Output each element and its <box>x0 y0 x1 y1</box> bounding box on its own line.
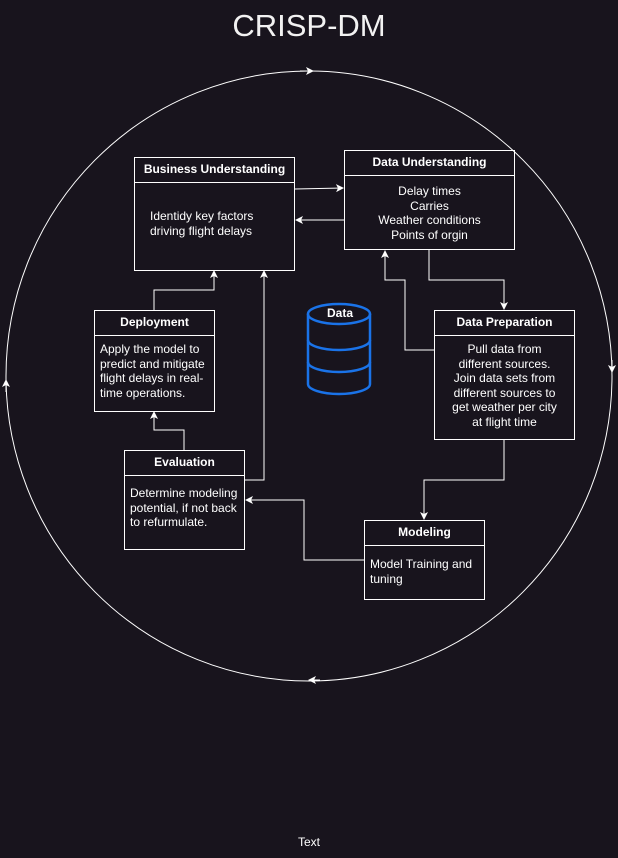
node-text-line: Determine modeling <box>130 486 238 500</box>
edge-deployment-to-business <box>153 270 218 310</box>
node-text-line: Pull data from <box>467 342 542 356</box>
edge-business-to-data-understanding <box>294 184 344 193</box>
node-text-line: Join data sets from <box>453 371 556 385</box>
node-text-line: get weather per city <box>452 400 557 414</box>
node-modeling[interactable]: Modeling Model Training and tuning <box>364 520 485 600</box>
node-text-line: different sources. <box>458 356 551 371</box>
node-text-line: Delay times <box>398 184 461 198</box>
node-text-line: at flight time <box>472 414 537 429</box>
node-text-line: to refurmulate. <box>130 515 208 529</box>
node-text-line: Model Training and <box>370 557 473 571</box>
node-title: Data Preparation <box>435 311 574 336</box>
node-text-line: time operations. <box>100 385 186 400</box>
node-deployment[interactable]: Deployment Apply the model to predict an… <box>94 310 215 412</box>
diagram-title: CRISP-DM <box>232 8 386 43</box>
node-title: Deployment <box>95 311 214 336</box>
database-label: Data <box>326 306 353 320</box>
node-data-understanding[interactable]: Data Understanding Delay times Carries W… <box>344 150 515 250</box>
node-text-line: potential, if not back <box>130 500 237 515</box>
node-text-line: predict and mitigate <box>100 356 205 371</box>
node-title: Business Understanding <box>135 158 294 183</box>
node-text-line: different sources to <box>453 385 556 400</box>
database-icon <box>306 302 372 396</box>
node-text-line: Weather conditions <box>378 213 481 227</box>
footer-text: Text <box>297 835 320 849</box>
node-text-line: flight delays in real- <box>100 371 204 385</box>
node-text-line: driving flight delays <box>150 223 253 238</box>
edge-data-understanding-to-preparation <box>428 250 508 310</box>
node-title: Modeling <box>365 521 484 546</box>
node-business-understanding[interactable]: Business Understanding Identidy key fact… <box>134 157 295 271</box>
node-title: Data Understanding <box>345 151 514 176</box>
node-text-line: Points of orgin <box>391 227 468 242</box>
edge-modeling-to-evaluation <box>245 496 364 561</box>
node-title: Evaluation <box>125 451 244 476</box>
edge-preparation-to-data-understanding <box>381 250 434 351</box>
edge-preparation-to-modeling <box>420 440 505 520</box>
node-text-line: tuning <box>370 571 403 586</box>
node-text-line: Apply the model to <box>100 342 200 356</box>
node-evaluation[interactable]: Evaluation Determine modeling potential,… <box>124 450 245 550</box>
node-text-line: Identidy key factors <box>150 209 254 223</box>
node-text-line: Carries <box>410 198 449 213</box>
edge-evaluation-to-business <box>245 270 268 481</box>
edge-evaluation-to-deployment <box>150 411 185 450</box>
node-data-preparation[interactable]: Data Preparation Pull data from differen… <box>434 310 575 440</box>
